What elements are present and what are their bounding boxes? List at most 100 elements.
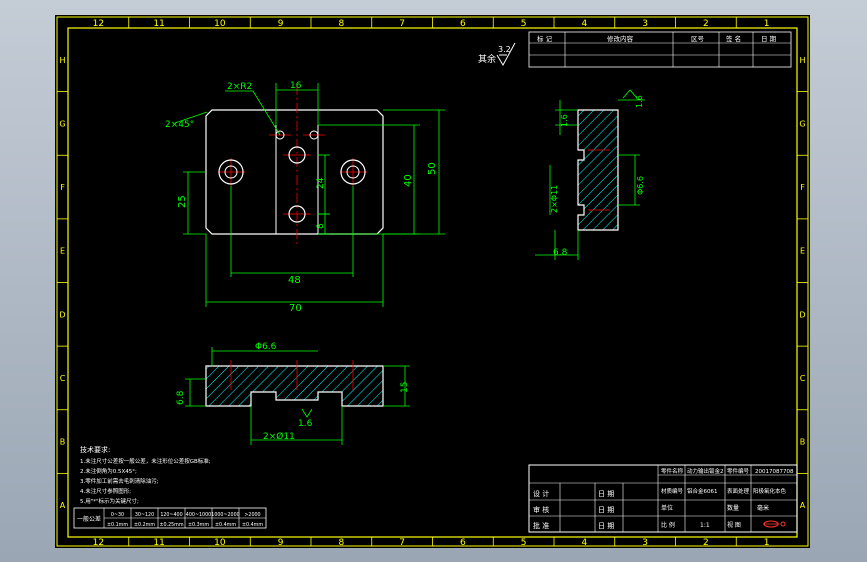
tb-material-label: 材质编号 <box>661 487 684 495</box>
tb-unit: 毫米 <box>757 504 769 512</box>
zone-col-top-6: 6 <box>460 19 466 29</box>
notes-title: 技术要求: <box>80 445 110 454</box>
dim-top-chamfer: 2×45° <box>165 120 194 130</box>
dim-side-1-6-right: 1.6 <box>635 95 644 108</box>
zone-col-top-2: 2 <box>703 19 709 29</box>
slot-hole-lower <box>288 205 306 223</box>
tb-part-name: 动力输出钣金2 <box>687 467 724 475</box>
dim-top-50: 50 <box>427 162 438 175</box>
zone-col-bottom-3: 3 <box>642 538 648 548</box>
tb-unit-label: 单位 <box>661 504 673 512</box>
dim-top-48: 48 <box>288 275 301 286</box>
tolerance-value: ±0.1mm <box>107 522 128 528</box>
tb-material: 铝合金6061 <box>687 487 718 495</box>
dim-front-6-8: 6.8 <box>176 390 186 405</box>
tb-date-label-1: 日 期 <box>598 490 614 498</box>
tolerance-label: 一般公差 <box>77 515 101 523</box>
slot-hole-upper <box>288 146 306 164</box>
dim-side-6-6: Φ6.6 <box>636 176 645 195</box>
small-hole-right <box>309 130 319 140</box>
note-line-2: 2.未注倒角为0.5X45°; <box>80 467 137 475</box>
rev-header-zone: 区号 <box>691 35 705 43</box>
zone-col-top-1: 1 <box>764 19 770 29</box>
zone-col-top-3: 3 <box>642 19 648 29</box>
dim-side-1-6-left: 1.6 <box>560 114 569 127</box>
zone-col-top-7: 7 <box>399 19 405 29</box>
tolerance-value: ±0.3mm <box>188 522 209 528</box>
dim-side-2x11: 2×Φ11 <box>550 185 559 213</box>
note-line-4: 4.未注尺寸参照图形; <box>80 487 131 495</box>
tb-drawing-no-label: 零件编号 <box>727 467 750 475</box>
zone-row-left-G: G <box>59 119 65 128</box>
tolerance-table: 一般公差 0~30±0.1mm30~120±0.2mm120~400±0.25m… <box>73 507 267 529</box>
tb-qty-label: 数量 <box>727 504 739 512</box>
tb-projection-label: 视 图 <box>727 521 741 529</box>
zone-col-top-12: 12 <box>93 19 104 29</box>
zone-row-left-B: B <box>60 438 66 447</box>
zone-col-top-4: 4 <box>582 19 588 29</box>
zone-row-right-D: D <box>799 310 805 319</box>
zone-row-left-A: A <box>60 501 66 510</box>
dim-top-2xr2: 2×R2 <box>227 82 252 92</box>
zone-row-right-F: F <box>800 183 805 192</box>
counterbore-hole-left <box>218 159 244 185</box>
tb-drawing-no: 20017087708 <box>755 469 794 475</box>
dim-top-25: 25 <box>177 195 188 208</box>
small-hole-left <box>275 130 285 140</box>
front-view-section <box>205 365 384 407</box>
zone-row-right-H: H <box>799 56 805 65</box>
title-block: 零件名称 动力输出钣金2 零件编号 20017087708 材质编号 铝合金60… <box>528 464 798 533</box>
dim-top-16: 16 <box>290 81 302 91</box>
side-view: 1.6 1.6 2×Φ11 Φ6.6 6.8 <box>535 89 645 260</box>
tolerance-value: ±0.2mm <box>134 522 155 528</box>
top-view: 16 2×R2 2×45° 48 70 50 40 24 8 25 <box>165 81 445 314</box>
revision-table: 标 记 修改内容 区号 签 名 日 期 <box>528 31 792 68</box>
dim-front-1-6: 1.6 <box>298 419 313 429</box>
zone-col-bottom-11: 11 <box>153 538 164 548</box>
zone-col-bottom-1: 1 <box>764 538 770 548</box>
dim-front-2x11: 2×Ø11 <box>263 431 295 442</box>
rev-header-mark: 标 记 <box>537 34 553 43</box>
roughness-symbol: 其余 3.2 <box>478 42 516 67</box>
zone-row-left-C: C <box>60 374 66 383</box>
technical-notes: 技术要求: 1.未注尺寸公差按一般公差，未注形位公差按GB标准; 2.未注倒角为… <box>80 445 211 505</box>
zone-col-top-9: 9 <box>278 19 284 29</box>
zone-row-right-B: B <box>800 438 806 447</box>
roughness-value: 3.2 <box>498 45 511 54</box>
zone-col-bottom-4: 4 <box>582 538 588 548</box>
zone-row-right-E: E <box>800 247 805 256</box>
dim-side-6-8: 6.8 <box>553 248 568 258</box>
tb-date-label-3: 日 期 <box>598 522 614 530</box>
dim-top-70: 70 <box>289 303 302 314</box>
tb-check-label: 审 核 <box>533 505 549 514</box>
zone-row-left-F: F <box>60 183 65 192</box>
side-view-section <box>577 109 619 231</box>
tb-design-label: 设 计 <box>533 489 549 498</box>
zone-col-bottom-9: 9 <box>278 538 284 548</box>
tb-scale-label: 比 例 <box>661 521 675 529</box>
zone-col-top-5: 5 <box>521 19 527 29</box>
dim-top-8: 8 <box>316 223 326 229</box>
zone-row-left-D: D <box>59 310 65 319</box>
front-view: Φ6.6 6.8 15 1.6 2×Ø11 <box>176 342 410 445</box>
tb-date-label-2: 日 期 <box>598 506 614 514</box>
zone-col-top-10: 10 <box>214 19 226 29</box>
zone-col-bottom-10: 10 <box>214 538 226 548</box>
tb-surface: 阳极氧化本色 <box>753 487 787 495</box>
tb-surface-label: 表面处理 <box>727 487 750 495</box>
zone-row-left-E: E <box>60 247 65 256</box>
zone-col-bottom-2: 2 <box>703 538 709 548</box>
tolerance-range: >2000 <box>244 512 260 518</box>
tb-part-name-label: 零件名称 <box>661 467 684 475</box>
tolerance-range: 400~1000 <box>186 512 211 518</box>
tolerance-range: 30~120 <box>135 512 154 518</box>
note-line-1: 1.未注尺寸公差按一般公差，未注形位公差按GB标准; <box>80 457 211 465</box>
zone-row-right-C: C <box>800 374 806 383</box>
zone-col-bottom-12: 12 <box>93 538 104 548</box>
tolerance-range: 120~400 <box>160 512 182 518</box>
note-line-3: 3.零件加工前需去毛刺清除油污; <box>80 477 159 485</box>
zone-col-bottom-5: 5 <box>521 538 527 548</box>
